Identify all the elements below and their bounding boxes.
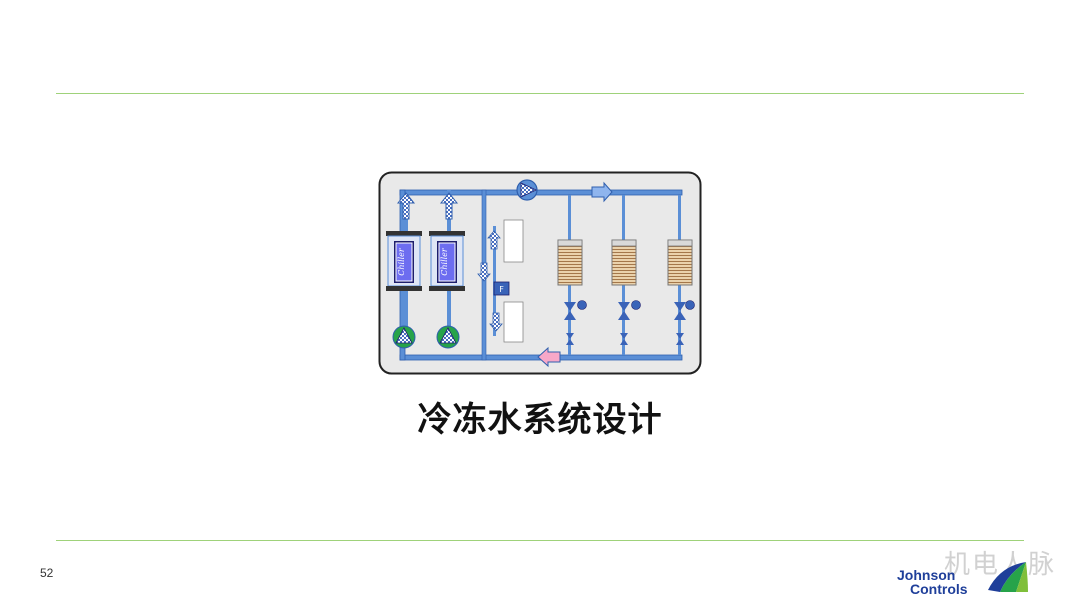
chiller1-flow-arrow bbox=[396, 192, 416, 220]
chilled-water-system-diagram: Chiller Chiller bbox=[378, 171, 702, 375]
top-divider bbox=[56, 93, 1024, 94]
control-valve-1 bbox=[564, 300, 587, 345]
logo-text-line2: Controls bbox=[910, 581, 968, 597]
slide-title: 冷冻水系统设计 bbox=[417, 400, 663, 440]
primary-pump-2 bbox=[436, 325, 460, 349]
cooling-coil-1 bbox=[557, 239, 583, 286]
decoupler-box-top bbox=[503, 219, 524, 263]
cooling-coil-2 bbox=[611, 239, 637, 286]
bypass-down-arrow-2 bbox=[489, 312, 503, 332]
page-number: 52 bbox=[40, 566, 54, 580]
control-valve-2 bbox=[618, 300, 641, 345]
flow-meter-label: F bbox=[499, 285, 504, 294]
diagram-frame bbox=[378, 171, 702, 375]
cooling-coil-3 bbox=[667, 239, 693, 286]
decoupler-pipe bbox=[493, 226, 496, 336]
decoupler-box-bottom bbox=[503, 301, 524, 343]
logo-swoosh-icon bbox=[988, 562, 1028, 592]
secondary-pump bbox=[516, 179, 538, 201]
control-valve-3 bbox=[674, 300, 695, 345]
chiller-1-label: Chiller bbox=[397, 247, 406, 276]
bypass-down-arrow-1 bbox=[477, 262, 491, 282]
logo-text-line1: Johnson bbox=[897, 567, 956, 583]
chiller2-flow-arrow bbox=[439, 192, 459, 220]
return-flow-arrow bbox=[537, 346, 561, 368]
primary-pump-1 bbox=[392, 325, 416, 349]
supply-flow-arrow bbox=[591, 181, 613, 203]
bypass-up-arrow bbox=[487, 230, 501, 250]
bottom-divider bbox=[56, 540, 1024, 541]
chiller-unit-1: Chiller bbox=[386, 231, 422, 291]
chiller-unit-2: Chiller bbox=[429, 231, 465, 291]
supply-header-pipe bbox=[399, 189, 683, 196]
chiller-2-label: Chiller bbox=[440, 247, 449, 276]
flow-meter: F bbox=[493, 281, 510, 296]
